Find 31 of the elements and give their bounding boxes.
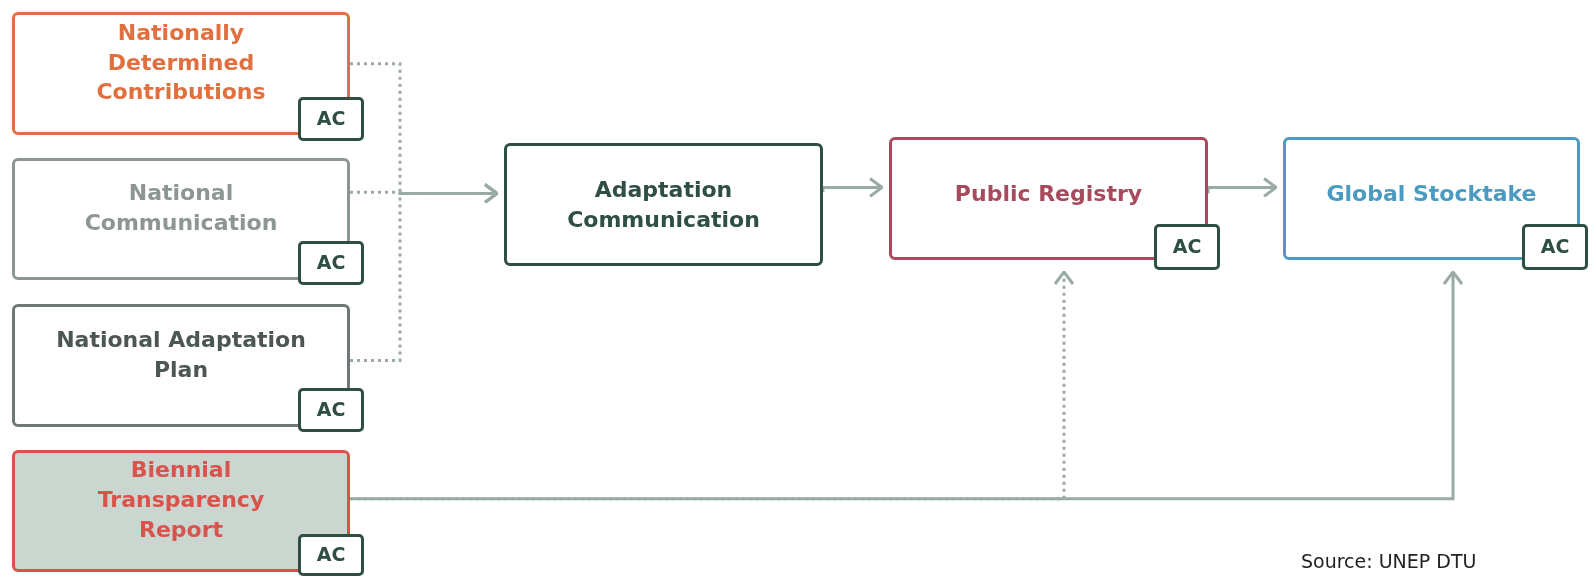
arrow [350,270,1464,501]
arrow [821,176,884,198]
tag-box [1522,224,1588,270]
tag-label: AC [316,397,346,423]
box-label: Public Registry [953,179,1144,208]
box-label: Global Stocktake [1325,179,1538,208]
process-box [889,137,1208,260]
document-box [12,158,350,280]
tag-label: AC [316,106,346,132]
arrow [1206,176,1278,198]
tag-label: AC [316,250,346,276]
box-label: National Adaptation Plan [55,325,307,384]
tag-box [298,388,364,432]
document-box [12,450,350,572]
box-label: Nationally Determined Contributions [95,18,267,107]
tag-label: AC [1172,234,1202,260]
tag-label: AC [316,542,346,568]
process-box [504,143,823,266]
tag-box [1154,224,1220,270]
document-box [12,304,350,427]
arrow [350,182,499,363]
tag-box [298,97,364,141]
document-box [12,12,350,135]
tag-box [298,241,364,285]
tag-label: AC [1540,234,1570,260]
box-label: Adaptation Communication [566,175,761,234]
source-note: Source: UNEP DTU [1301,550,1477,572]
process-box [1283,137,1580,260]
box-label: National Communication [83,179,279,237]
tag-box [298,534,364,576]
box-label: Biennial Transparency Report [96,456,266,544]
